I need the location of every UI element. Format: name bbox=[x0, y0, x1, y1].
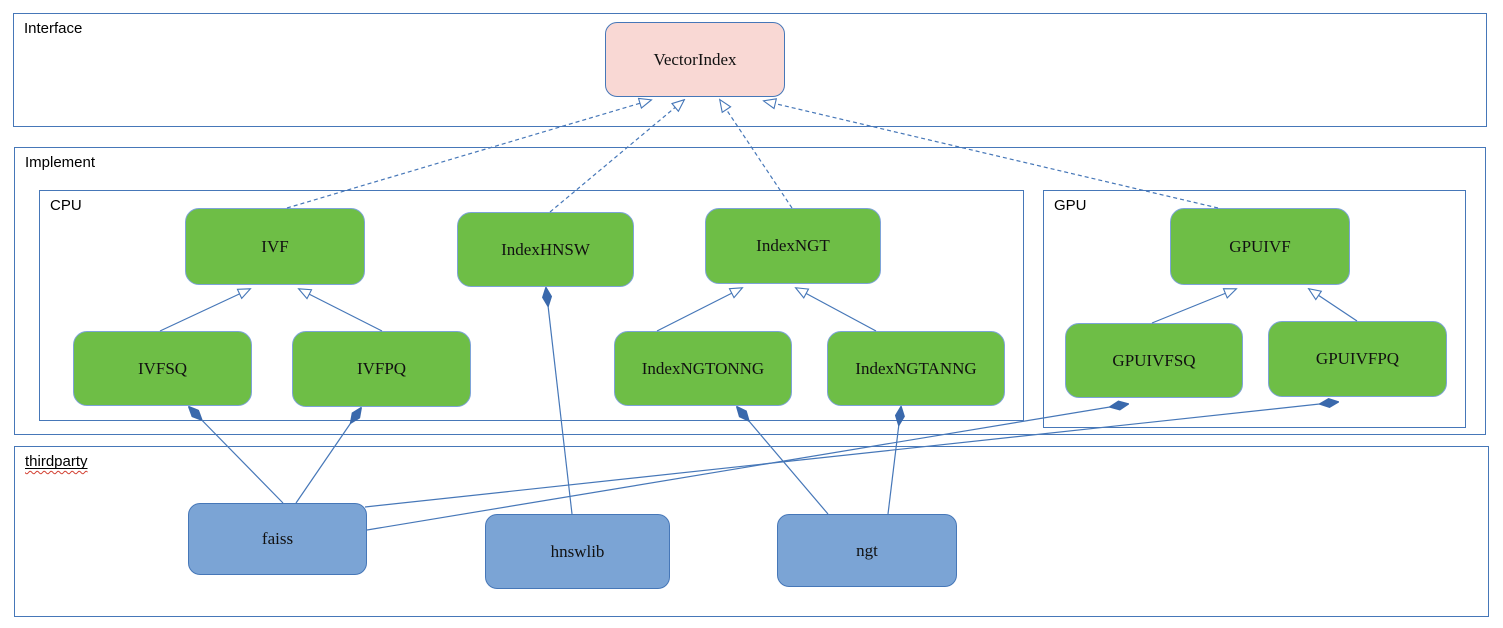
node-ivf: IVF bbox=[185, 208, 365, 285]
node-gpuivf-label: GPUIVF bbox=[1229, 236, 1291, 256]
node-indexngt: IndexNGT bbox=[705, 208, 881, 284]
node-faiss: faiss bbox=[188, 503, 367, 575]
node-gpuivf: GPUIVF bbox=[1170, 208, 1350, 285]
interface-container-label: Interface bbox=[24, 20, 83, 37]
node-indexngtanng-label: IndexNGTANNG bbox=[855, 358, 977, 378]
node-indexngt-label: IndexNGT bbox=[756, 236, 830, 255]
thirdparty-container-label: thirdparty bbox=[25, 453, 88, 470]
node-ivf-label: IVF bbox=[261, 236, 289, 256]
node-ivfsq-label: IVFSQ bbox=[137, 358, 188, 378]
node-ivfsq: IVFSQ bbox=[73, 331, 252, 406]
node-ivfpq: IVFPQ bbox=[292, 331, 471, 407]
node-gpuivfpq: GPUIVFPQ bbox=[1268, 321, 1447, 397]
node-hnswlib-label: hnswlib bbox=[550, 541, 605, 561]
node-vectorindex-label: VectorIndex bbox=[653, 49, 737, 69]
node-ngt-label: ngt bbox=[856, 540, 878, 560]
implement-container-label: Implement bbox=[25, 154, 96, 171]
node-ivfpq-label: IVFPQ bbox=[356, 359, 407, 378]
node-faiss-label: faiss bbox=[261, 529, 294, 548]
node-ngt: ngt bbox=[777, 514, 957, 587]
node-hnswlib: hnswlib bbox=[485, 514, 670, 589]
node-vectorindex: VectorIndex bbox=[605, 22, 785, 97]
cpu-container-label: CPU bbox=[50, 197, 82, 214]
gpu-container-label: GPU bbox=[1054, 197, 1087, 214]
node-indexhnsw-label: IndexHNSW bbox=[501, 239, 590, 259]
node-indexngtonng: IndexNGTONNG bbox=[614, 331, 792, 406]
node-indexngtanng: IndexNGTANNG bbox=[827, 331, 1005, 406]
node-indexhnsw: IndexHNSW bbox=[457, 212, 634, 287]
node-gpuivfpq-label: GPUIVFPQ bbox=[1315, 349, 1400, 368]
node-gpuivfsq-label: GPUIVFSQ bbox=[1112, 350, 1196, 370]
node-indexngtonng-label: IndexNGTONNG bbox=[641, 358, 765, 378]
node-gpuivfsq: GPUIVFSQ bbox=[1065, 323, 1243, 398]
